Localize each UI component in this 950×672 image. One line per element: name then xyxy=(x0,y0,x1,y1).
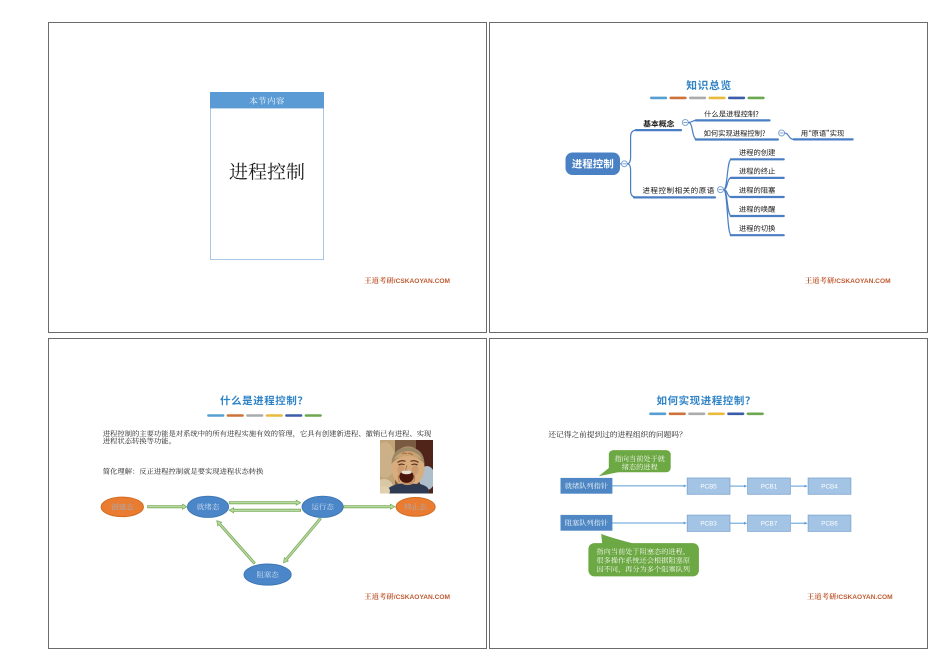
svg-text:PCB7: PCB7 xyxy=(761,520,778,527)
svg-text:PCB5: PCB5 xyxy=(700,483,717,490)
svg-text:PCB1: PCB1 xyxy=(761,483,778,490)
svg-text:PCB3: PCB3 xyxy=(700,520,717,527)
svg-text:PCB4: PCB4 xyxy=(821,483,838,490)
svg-text:/CSKAOYAN.COM: /CSKAOYAN.COM xyxy=(393,594,450,601)
svg-text:PCB6: PCB6 xyxy=(821,520,838,527)
svg-text:/CSKAOYAN.COM: /CSKAOYAN.COM xyxy=(393,278,450,285)
svg-text:/CSKAOYAN.COM: /CSKAOYAN.COM xyxy=(837,594,894,601)
svg-text:/CSKAOYAN.COM: /CSKAOYAN.COM xyxy=(834,278,891,285)
